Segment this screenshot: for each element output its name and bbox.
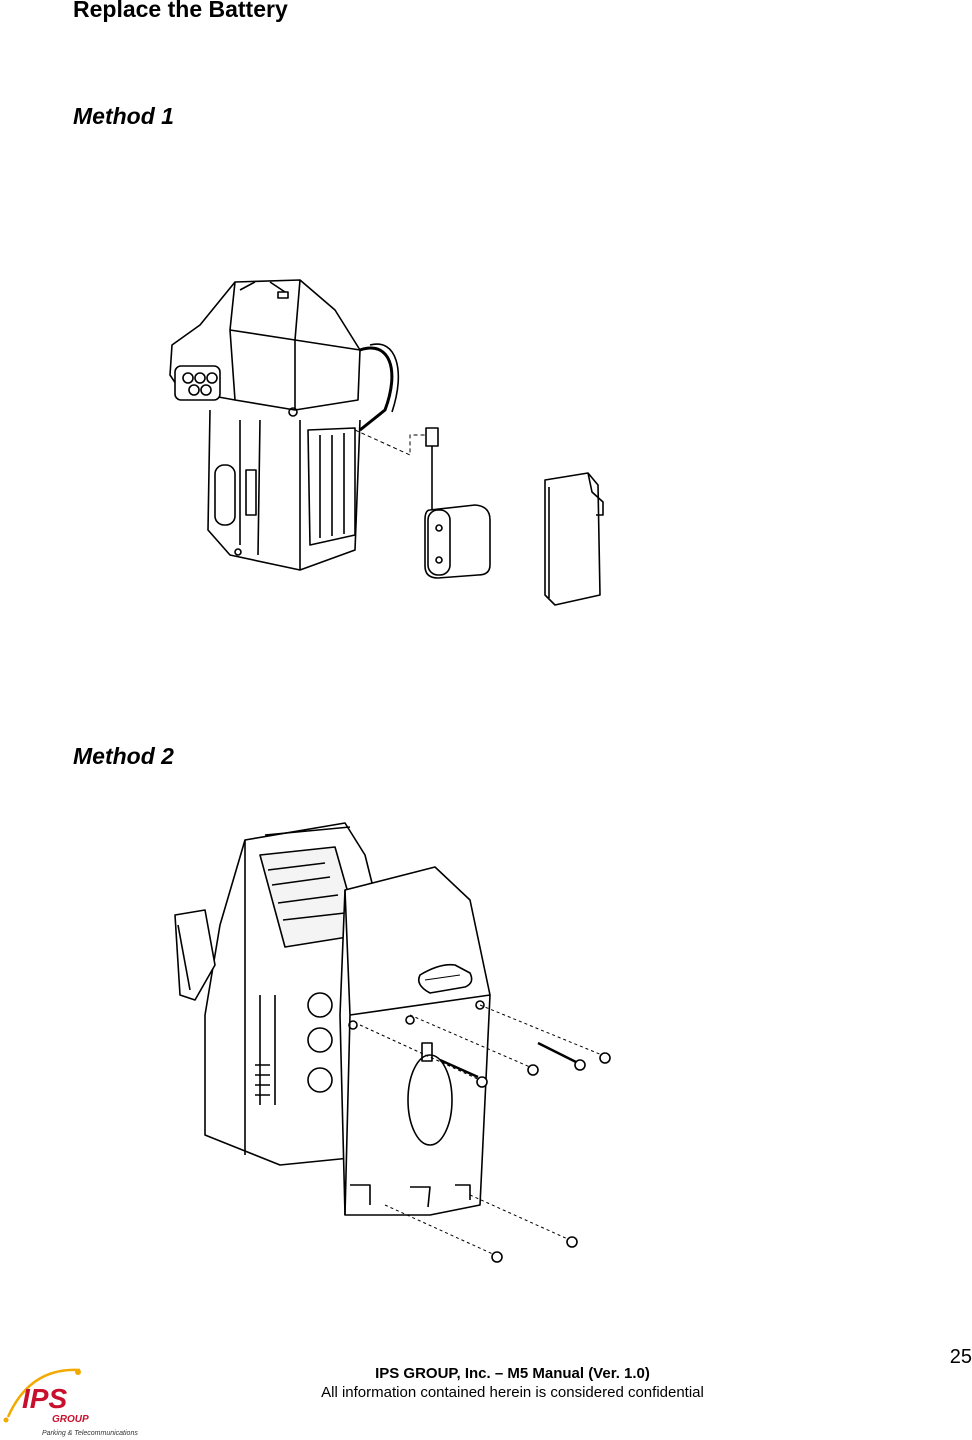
ips-group-logo: IPS GROUP Parking & Telecommunications bbox=[3, 1368, 138, 1437]
svg-text:Parking & Telecommunications: Parking & Telecommunications bbox=[42, 1430, 138, 1437]
method-1-heading: Method 1 bbox=[73, 103, 174, 129]
footer: IPS GROUP, Inc. – M5 Manual (Ver. 1.0) A… bbox=[250, 1364, 775, 1402]
page-number: 25 bbox=[949, 1346, 972, 1368]
svg-text:GROUP: GROUP bbox=[52, 1414, 89, 1425]
method-2-heading: Method 2 bbox=[73, 743, 174, 769]
footer-confidential-notice: All information contained herein is cons… bbox=[321, 1384, 704, 1401]
footer-company: IPS GROUP, Inc. – M5 Manual (Ver. 1.0) bbox=[375, 1365, 650, 1382]
method-1-battery-illustration bbox=[169, 279, 604, 606]
method-2-battery-illustration bbox=[174, 822, 611, 1263]
svg-text:IPS: IPS bbox=[22, 1383, 67, 1414]
page-title: Replace the Battery bbox=[73, 0, 288, 22]
